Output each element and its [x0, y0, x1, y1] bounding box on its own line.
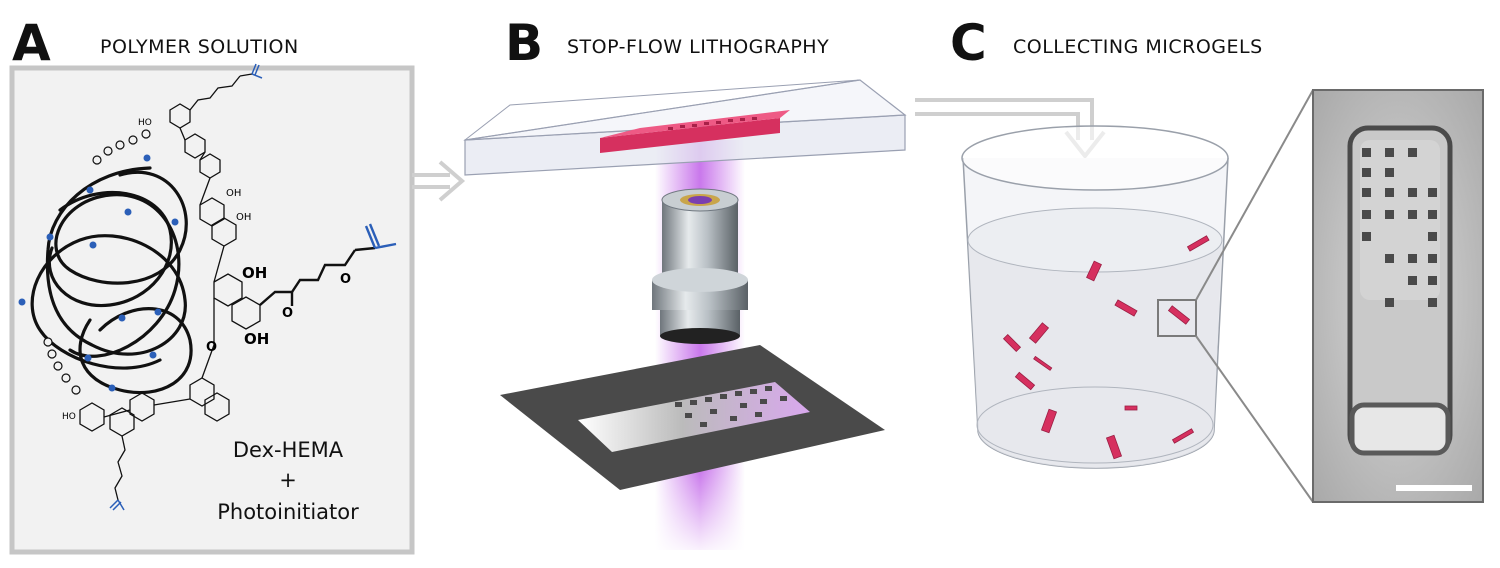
- panel-b-letter: B: [505, 14, 544, 72]
- objective-lens-icon: [652, 188, 748, 344]
- panel-c-letter: C: [950, 14, 987, 72]
- panel-b-title: STOP-FLOW LITHOGRAPHY: [567, 36, 830, 58]
- uv-beam-fade: [655, 470, 745, 550]
- chem-label-o-1: O: [206, 340, 218, 355]
- polymer-dots: [18, 154, 179, 392]
- micrograph-image: [1312, 89, 1484, 503]
- panel-a-title: POLYMER SOLUTION: [100, 36, 299, 58]
- chem-label-ho-1: HO: [138, 118, 152, 128]
- microfluidic-channel: [463, 79, 907, 176]
- methacrylate-main: [364, 223, 397, 250]
- scale-bar: [1396, 485, 1472, 491]
- photomask-icon: [500, 345, 885, 490]
- microgel-icon: [1002, 235, 1210, 460]
- chain-beads: [43, 129, 151, 395]
- chem-label-oh-4: OH: [236, 212, 252, 223]
- hema-chain-main: [259, 246, 376, 306]
- zoom-line-bottom: [1195, 335, 1314, 503]
- caption-photoinitiator: Photoinitiator: [217, 500, 359, 524]
- panel-a-letter: A: [12, 14, 51, 72]
- beaker-icon: [961, 125, 1229, 469]
- caption-plus: +: [279, 468, 297, 492]
- polymer-coil: [30, 166, 193, 395]
- zoom-line-top: [1195, 89, 1314, 301]
- chem-label-o-2: O: [282, 306, 294, 321]
- zoom-box: [1157, 299, 1197, 337]
- chem-label-o-3: O: [340, 272, 352, 287]
- caption-dex-hema: Dex-HEMA: [232, 438, 344, 462]
- hema-chain-bottom: [114, 435, 126, 501]
- chem-label-oh-2: OH: [244, 330, 270, 348]
- panel-a-frame: [9, 65, 415, 555]
- chem-label-ho-2: HO: [62, 412, 76, 422]
- dextran-rings: [79, 103, 261, 437]
- panel-c-title: COLLECTING MICROGELS: [1013, 36, 1263, 58]
- methacrylate-top: [251, 63, 263, 79]
- chem-label-oh-1: OH: [242, 264, 268, 282]
- chem-label-oh-3: OH: [226, 188, 242, 199]
- arrow-right-icon: [412, 160, 466, 202]
- methacrylate-bottom: [109, 499, 125, 511]
- hema-chain-top: [189, 73, 253, 111]
